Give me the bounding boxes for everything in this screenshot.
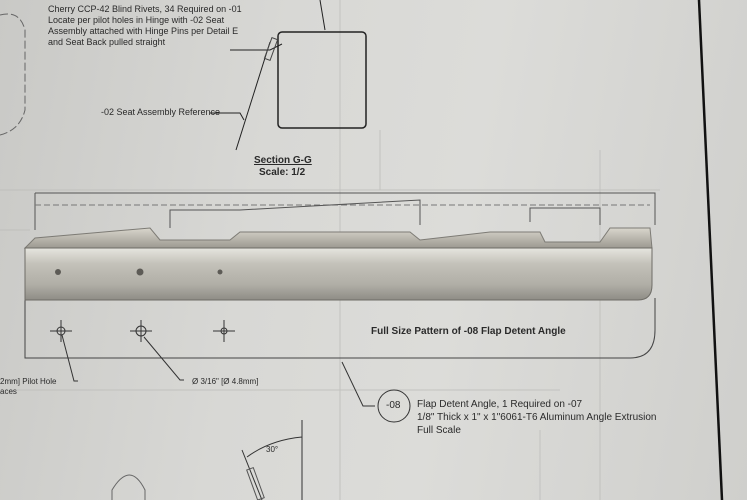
leader-lines bbox=[210, 0, 326, 151]
note-line: Cherry CCP-42 Blind Rivets, 34 Required … bbox=[48, 4, 242, 14]
note-line: Locate per pilot holes in Hinge with -02… bbox=[48, 15, 225, 25]
pattern-outline bbox=[24, 298, 656, 359]
aluminum-angle-part bbox=[24, 247, 653, 301]
part-description: Flap Detent Angle, 1 Required on -07 1/8… bbox=[417, 398, 656, 437]
part-number-balloon bbox=[377, 389, 411, 423]
aluminum-flange bbox=[23, 227, 653, 249]
pilot-hole-label-2: aces bbox=[0, 387, 17, 396]
callout-leaders bbox=[61, 334, 375, 407]
hole-diameter-label: Ø 3/16" [Ø 4.8mm] bbox=[192, 377, 259, 386]
pilot-hole-label: 2mm] Pilot Hole bbox=[0, 377, 57, 386]
note-line: and Seat Back pulled straight bbox=[48, 37, 166, 47]
pattern-title: Full Size Pattern of -08 Flap Detent Ang… bbox=[371, 326, 566, 337]
section-scale: Scale: 1/2 bbox=[259, 167, 306, 178]
section-gg-outline bbox=[277, 31, 367, 129]
part-number: -08 bbox=[386, 400, 401, 411]
hinge-detail bbox=[263, 36, 279, 62]
note-line: Assembly attached with Hinge Pins per De… bbox=[48, 26, 239, 36]
part-holes bbox=[55, 268, 223, 276]
angle-dimension bbox=[241, 420, 303, 500]
hole-marks bbox=[50, 320, 235, 342]
angle-label: 30° bbox=[266, 445, 279, 454]
part-line: Full Scale bbox=[417, 425, 461, 436]
section-title: Section G-G bbox=[254, 155, 312, 166]
hidden-outline bbox=[0, 13, 26, 136]
rivet-note: Cherry CCP-42 Blind Rivets, 34 Required … bbox=[48, 4, 242, 48]
drawing-border bbox=[697, 0, 724, 500]
part-line: 1/8" Thick x 1" x 1"6061-T6 Aluminum Ang… bbox=[417, 412, 657, 423]
seat-reference-label: -02 Seat Assembly Reference bbox=[101, 107, 221, 117]
part-line: Flap Detent Angle, 1 Required on -07 bbox=[417, 399, 583, 410]
